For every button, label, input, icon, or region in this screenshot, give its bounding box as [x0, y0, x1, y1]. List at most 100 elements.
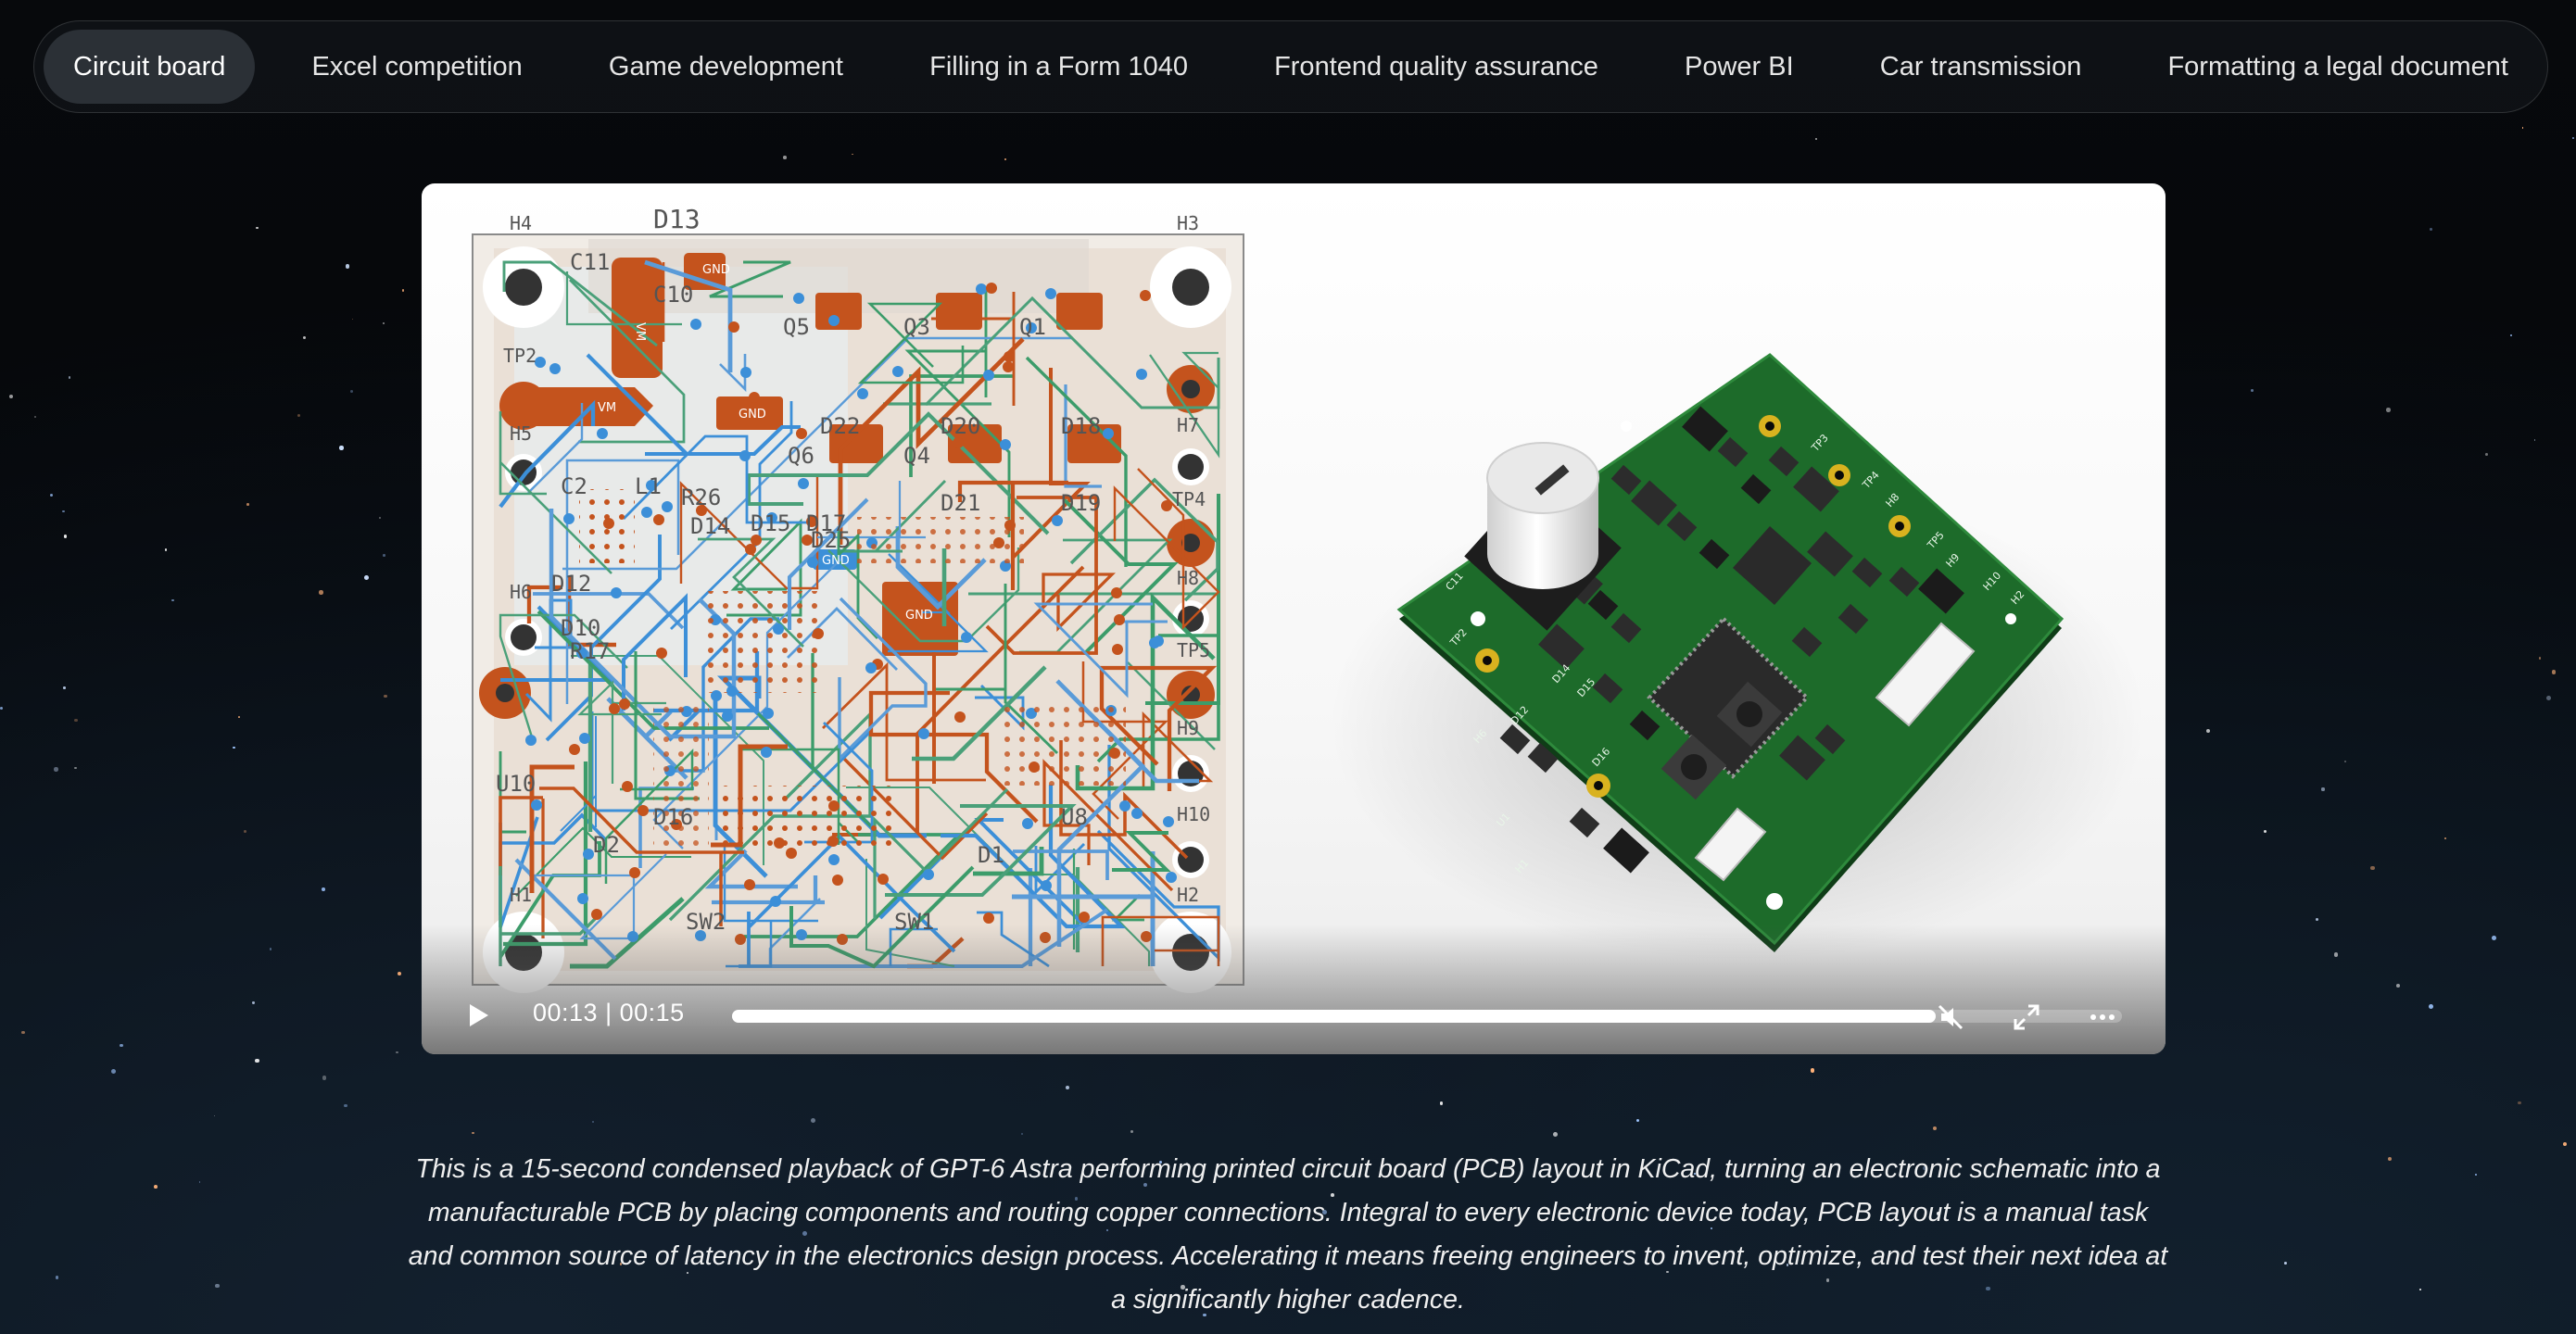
smd-component [1631, 480, 1677, 526]
via [954, 711, 966, 723]
trace [1113, 468, 1220, 630]
star [238, 716, 241, 718]
star [74, 719, 78, 723]
more-options-icon[interactable] [2086, 1000, 2119, 1034]
star [1923, 1166, 1926, 1171]
smd-component [1527, 742, 1559, 774]
via [828, 854, 840, 865]
tab-legal-document[interactable]: Formatting a legal document [2167, 51, 2508, 82]
via [892, 366, 903, 377]
via [761, 747, 772, 758]
star [1074, 1197, 1079, 1201]
demo-tab-bar: Circuit board Excel competition Game dev… [33, 20, 2548, 113]
star [787, 1213, 790, 1217]
tab-car-transmission[interactable]: Car transmission [1879, 51, 2082, 82]
trace [565, 271, 682, 326]
star [61, 510, 65, 513]
via [638, 805, 649, 816]
via [1022, 818, 1033, 829]
tab-excel-competition[interactable]: Excel competition [311, 51, 523, 82]
star [1004, 158, 1007, 161]
designator-label: H9 [1177, 717, 1199, 739]
via [857, 388, 868, 399]
designator-label: H8 [1177, 567, 1199, 589]
tab-circuit-board[interactable]: Circuit board [44, 30, 256, 104]
designator-label: H5 [510, 422, 532, 445]
star [171, 598, 174, 602]
star [364, 575, 370, 580]
designator-label: D16 [653, 804, 693, 830]
via [531, 799, 542, 811]
star [395, 1051, 398, 1054]
star [2492, 935, 2497, 940]
star [1020, 1133, 1023, 1136]
designator-label: R26 [681, 485, 721, 510]
smd-component [1837, 603, 1869, 635]
trace [1042, 573, 1116, 632]
trace [524, 598, 573, 723]
star [1439, 1101, 1443, 1105]
trace [679, 475, 819, 590]
star [339, 446, 344, 450]
star [1837, 1170, 1840, 1174]
star [2343, 760, 2346, 762]
via [802, 535, 813, 546]
star [165, 548, 168, 551]
star [2284, 1262, 2288, 1265]
via [1140, 290, 1151, 301]
via [918, 728, 929, 739]
tab-form-1040[interactable]: Filling in a Form 1040 [929, 51, 1188, 82]
star [1331, 1192, 1334, 1197]
designator-label: H4 [510, 212, 532, 234]
via [807, 557, 818, 568]
via [766, 512, 777, 523]
via [953, 437, 964, 448]
trace [746, 411, 1050, 535]
star [68, 376, 70, 379]
smd-component [1791, 626, 1823, 658]
via [1111, 587, 1122, 598]
via [609, 703, 620, 714]
smd-component [1592, 673, 1623, 704]
tab-frontend-qa[interactable]: Frontend quality assurance [1274, 51, 1598, 82]
via [796, 428, 807, 439]
via [656, 648, 667, 659]
muted-speaker-icon[interactable] [1934, 1000, 1967, 1034]
star [1937, 1212, 1941, 1216]
star [2475, 1173, 2478, 1176]
via [740, 367, 751, 378]
star [2429, 1003, 2434, 1009]
via [1149, 637, 1160, 648]
via [563, 513, 575, 524]
designator-label: H1 [510, 884, 532, 906]
trace [560, 716, 597, 832]
fullscreen-icon[interactable] [2010, 1000, 2043, 1034]
star [1158, 1161, 1162, 1164]
video-progress-bar[interactable] [732, 1010, 2122, 1023]
trace [499, 796, 543, 875]
star [2251, 389, 2254, 392]
play-icon[interactable] [470, 1004, 488, 1026]
trace [529, 853, 667, 940]
star [256, 226, 259, 230]
trace [533, 592, 685, 630]
trace [723, 842, 818, 923]
star [852, 153, 853, 156]
star [344, 1103, 348, 1108]
via [828, 315, 840, 326]
tab-power-bi[interactable]: Power BI [1684, 51, 1794, 82]
via [728, 321, 739, 333]
star [154, 1184, 158, 1189]
designator-label: Q6 [788, 443, 814, 469]
smd-component [1682, 406, 1728, 452]
via [1052, 515, 1063, 526]
star [213, 1114, 216, 1117]
via [983, 370, 994, 381]
svg-text:GND: GND [739, 408, 766, 422]
star [54, 767, 58, 772]
designator-label: D12 [551, 571, 591, 597]
via [591, 909, 602, 920]
tab-game-development[interactable]: Game development [608, 51, 843, 82]
